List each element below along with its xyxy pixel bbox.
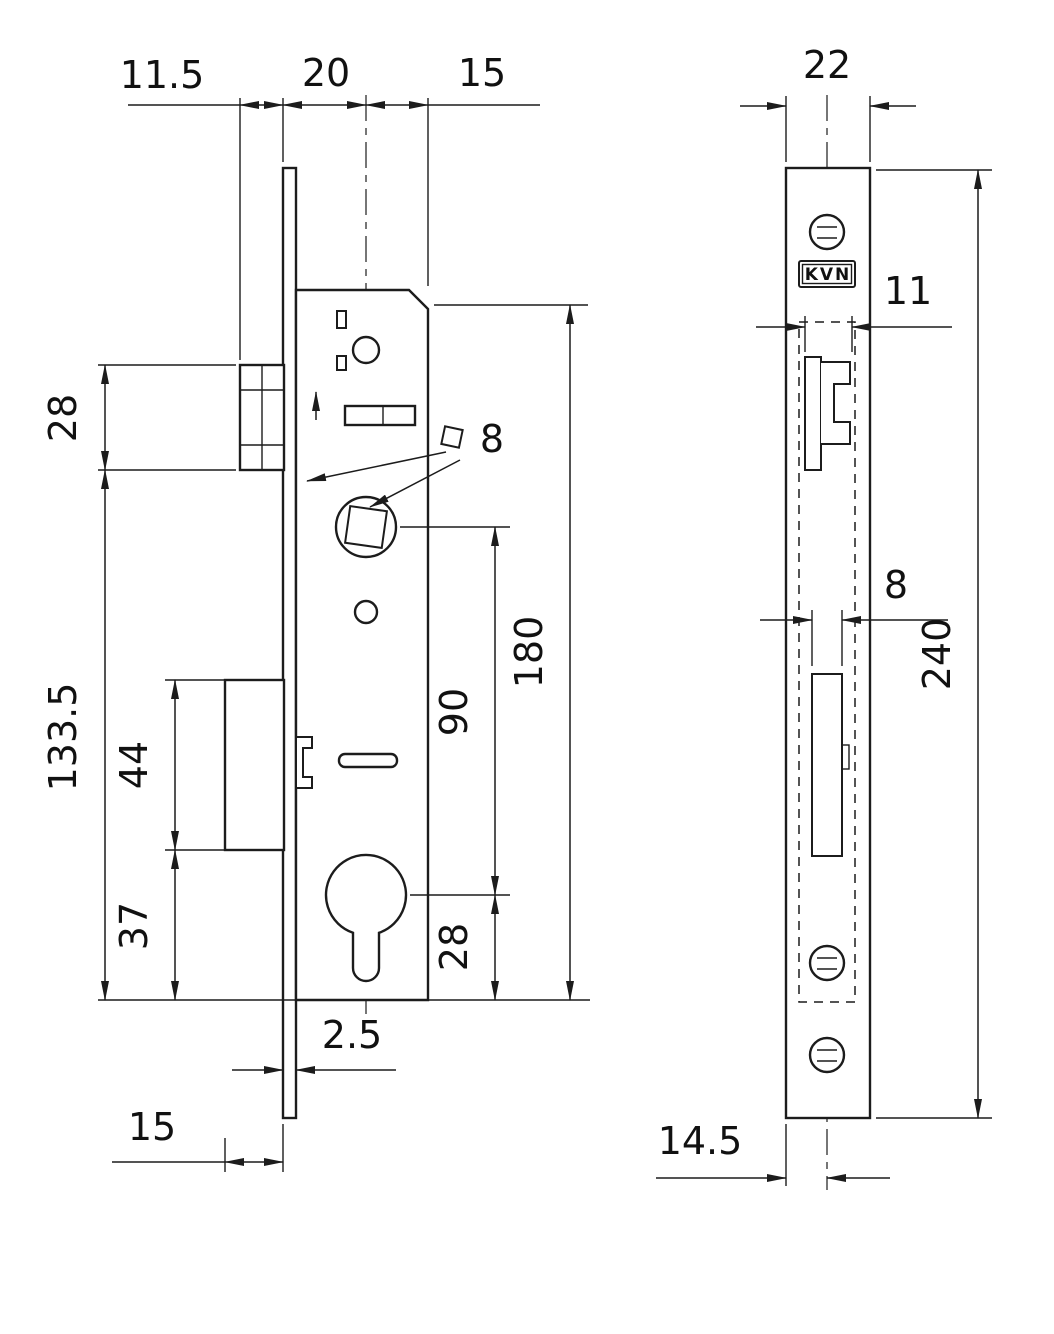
dim-faceplate-thickness-label: 2.5 bbox=[322, 1013, 382, 1057]
screw-hole-mid bbox=[808, 944, 846, 982]
brand-plate: KVN bbox=[798, 260, 856, 288]
dim-cylinder-to-bottom: 28 bbox=[432, 894, 499, 1001]
brand-label: KVN bbox=[805, 265, 852, 285]
dim-faceplate-width-label: 22 bbox=[803, 43, 851, 87]
faceplate-clip bbox=[297, 736, 313, 789]
dim-faceplate-width: 22 bbox=[740, 43, 916, 110]
dim-deadbolt-height-label: 44 bbox=[112, 741, 156, 789]
dim-body-lower-height-label: 133.5 bbox=[41, 683, 85, 792]
latch-opening bbox=[804, 356, 851, 471]
dim-backset: 20 bbox=[282, 51, 367, 109]
dim-spindle-square-label: 8 bbox=[480, 417, 504, 461]
dim-spindle-to-cylinder-label: 90 bbox=[432, 688, 476, 736]
lock-case bbox=[294, 288, 430, 1002]
deadbolt bbox=[223, 678, 286, 852]
dim-faceplate-height: 240 bbox=[915, 169, 982, 1119]
latch-bolt bbox=[238, 363, 286, 472]
dim-faceplate-thickness: 2.5 bbox=[232, 1013, 396, 1074]
dim-latch-opening-width-label: 11 bbox=[884, 269, 932, 313]
dim-latch-protrusion-label: 11.5 bbox=[120, 53, 205, 97]
dim-latch-opening-width: 11 bbox=[756, 269, 952, 331]
screw-hole-bottom bbox=[808, 1036, 846, 1074]
dim-deadbolt-protrusion-label: 15 bbox=[128, 1105, 176, 1149]
dim-backset-label: 20 bbox=[302, 51, 350, 95]
case-details bbox=[297, 310, 417, 983]
dim-deadbolt-protrusion: 15 bbox=[112, 1105, 284, 1166]
dim-latch-height-label: 28 bbox=[41, 394, 85, 442]
dim-case-height-label: 180 bbox=[507, 616, 551, 689]
dim-deadbolt-height: 44 bbox=[112, 679, 179, 851]
dim-deadbolt-to-bottom: 37 bbox=[112, 849, 179, 1001]
callout-spindle-square: 8 bbox=[306, 417, 504, 508]
dim-body-depth-rear: 15 bbox=[365, 51, 540, 109]
dim-bottom-offset: 14.5 bbox=[656, 1119, 890, 1182]
dim-body-depth-rear-label: 15 bbox=[458, 51, 506, 95]
faceplate-side bbox=[281, 166, 298, 1120]
dim-cylinder-to-bottom-label: 28 bbox=[432, 923, 476, 971]
dim-latch-height: 28 bbox=[41, 364, 109, 471]
dim-spindle-to-cylinder: 90 bbox=[432, 526, 499, 896]
dim-body-lower-height: 133.5 bbox=[41, 469, 109, 1001]
dim-bolt-opening-width-label: 8 bbox=[884, 563, 908, 607]
dim-bolt-opening-width: 8 bbox=[760, 563, 948, 624]
front-view: KVN bbox=[656, 43, 992, 1190]
square-symbol-icon bbox=[440, 425, 464, 449]
dim-bottom-offset-label: 14.5 bbox=[658, 1119, 743, 1163]
deadbolt-opening bbox=[811, 673, 850, 857]
side-extension-lines bbox=[98, 98, 590, 1172]
spindle-square-hole bbox=[343, 504, 389, 550]
mounting-slot bbox=[337, 752, 399, 769]
dim-latch-protrusion: 11.5 bbox=[120, 53, 284, 109]
cylinder-cutout bbox=[324, 853, 408, 983]
dim-faceplate-height-label: 240 bbox=[915, 618, 959, 691]
side-view: 11.5 20 15 28 133.5 44 37 bbox=[41, 51, 590, 1172]
dim-deadbolt-to-bottom-label: 37 bbox=[112, 902, 156, 950]
dim-case-height: 180 bbox=[507, 304, 574, 1001]
screw-hole-top bbox=[808, 213, 846, 251]
